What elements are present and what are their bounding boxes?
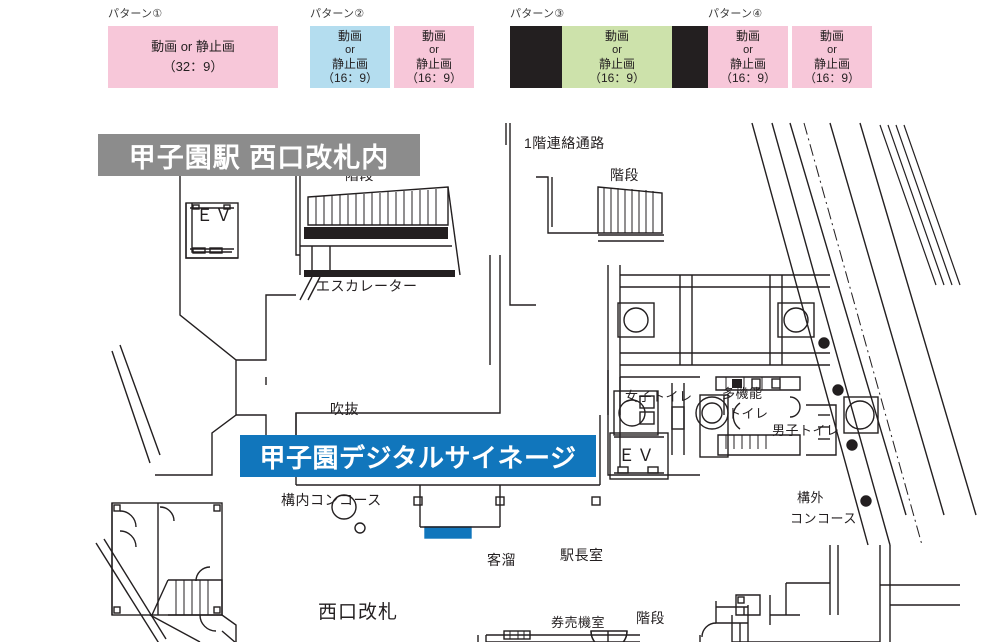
pattern-group-4: パターン④ 動画 or 静止画 （16：9） 動画 or 静止画 （16：9） <box>708 8 872 88</box>
signage-location-marker <box>424 526 472 539</box>
panel-line-2: or <box>743 44 753 56</box>
pattern-row-3: 動画 or 静止画 （16：9） <box>510 26 724 88</box>
station-floor-map: ＥＶ 階段 エスカレーター 1階連絡通路 階段 吹抜 女子トイレ 多機能 トイレ… <box>0 115 1000 642</box>
panel-line-4: （16：9） <box>719 71 777 85</box>
map-label-ev-lower: ＥＶ <box>618 446 656 465</box>
pattern-panel-2-1: 動画 or 静止画 （16：9） <box>310 26 390 88</box>
pattern-panel-4-2: 動画 or 静止画 （16：9） <box>792 26 872 88</box>
panel-line-3: 静止画 <box>331 57 368 71</box>
panel-line-2: or <box>429 44 439 56</box>
pattern-panel-4-1: 動画 or 静止画 （16：9） <box>708 26 788 88</box>
map-label-ticket-room: 券売機室 <box>551 615 606 630</box>
pattern-group-2: パターン② 動画 or 静止画 （16：9） 動画 or 静止画 （16：9） <box>310 8 474 88</box>
map-label-concourse-out-2: コンコース <box>790 511 857 526</box>
panel-line-4: （16：9） <box>405 71 463 85</box>
panel-line-1: 動画 or 静止画 <box>151 39 235 54</box>
map-label-concourse-inside: 構内コンコース <box>281 492 382 508</box>
pattern-row-1: 動画 or 静止画 （32：9） <box>108 26 278 88</box>
map-label-ev-upper: ＥＶ <box>196 206 234 225</box>
panel-gap <box>390 26 394 88</box>
pattern-row-2: 動画 or 静止画 （16：9） 動画 or 静止画 （16：9） <box>310 26 474 88</box>
panel-line-2: or <box>827 44 837 56</box>
pattern-caption-1: パターン① <box>108 8 163 20</box>
map-label-escalator: エスカレーター <box>316 278 418 294</box>
pattern-panel-1-1: 動画 or 静止画 （32：9） <box>108 26 278 88</box>
pattern-caption-4: パターン④ <box>708 8 763 20</box>
panel-line-1: 動画 <box>604 29 629 43</box>
map-title-banner: 甲子園駅 西口改札内 <box>98 134 420 176</box>
panel-gap <box>788 26 792 88</box>
pattern-row-4: 動画 or 静止画 （16：9） 動画 or 静止画 （16：9） <box>708 26 872 88</box>
map-label-mens-toilet: 男子トイレ <box>772 423 840 438</box>
panel-line-1: 動画 <box>421 29 446 43</box>
panel-line-4: （16：9） <box>588 71 646 85</box>
pattern-group-1: パターン① 動画 or 静止画 （32：9） <box>108 8 278 88</box>
panel-line-4: （16：9） <box>803 71 861 85</box>
panel-line-2: or <box>612 44 622 56</box>
pattern-legend: パターン① 動画 or 静止画 （32：9） パターン② 動画 or 静止画 （… <box>0 0 1000 115</box>
panel-line-2: or <box>345 44 355 56</box>
panel-line-3: 静止画 <box>729 57 766 71</box>
pattern-caption-2: パターン② <box>310 8 365 20</box>
panel-line-1: 動画 <box>337 29 362 43</box>
panel-line-1: 動画 <box>819 29 844 43</box>
signage-name-banner: 甲子園デジタルサイネージ <box>240 435 596 477</box>
map-label-multi-toilet-1: 多機能 <box>722 386 763 401</box>
map-label-corridor-1f: 1階連絡通路 <box>524 135 605 151</box>
pattern-panel-2-2: 動画 or 静止画 （16：9） <box>394 26 474 88</box>
pattern-group-3: パターン③ 動画 or 静止画 （16：9） <box>510 8 724 88</box>
map-label-fukinuke: 吹抜 <box>330 401 359 417</box>
pattern-panel-3-1 <box>510 26 562 88</box>
map-label-multi-toilet-2: トイレ <box>728 406 769 421</box>
panel-line-4: （16：9） <box>321 71 379 85</box>
pattern-caption-3: パターン③ <box>510 8 565 20</box>
map-label-west-gate: 西口改札 <box>318 602 399 623</box>
map-label-kaidan-mid: 階段 <box>610 167 639 183</box>
map-label-kyakudame: 客溜 <box>487 552 516 568</box>
map-label-womens-toilet: 女子トイレ <box>625 389 693 404</box>
pattern-panel-3-2: 動画 or 静止画 （16：9） <box>562 26 672 88</box>
floor-plan-drawing <box>95 122 977 642</box>
map-label-concourse-out-1: 構外 <box>797 490 825 505</box>
panel-line-3: 静止画 <box>415 57 452 71</box>
panel-line-3: 静止画 <box>813 57 850 71</box>
panel-line-1: 動画 <box>735 29 760 43</box>
map-label-station-master: 駅長室 <box>560 547 604 563</box>
panel-line-3: 静止画 <box>598 57 635 71</box>
panel-line-2: （32：9） <box>162 59 224 74</box>
map-label-kaidan-bottom: 階段 <box>636 610 665 626</box>
